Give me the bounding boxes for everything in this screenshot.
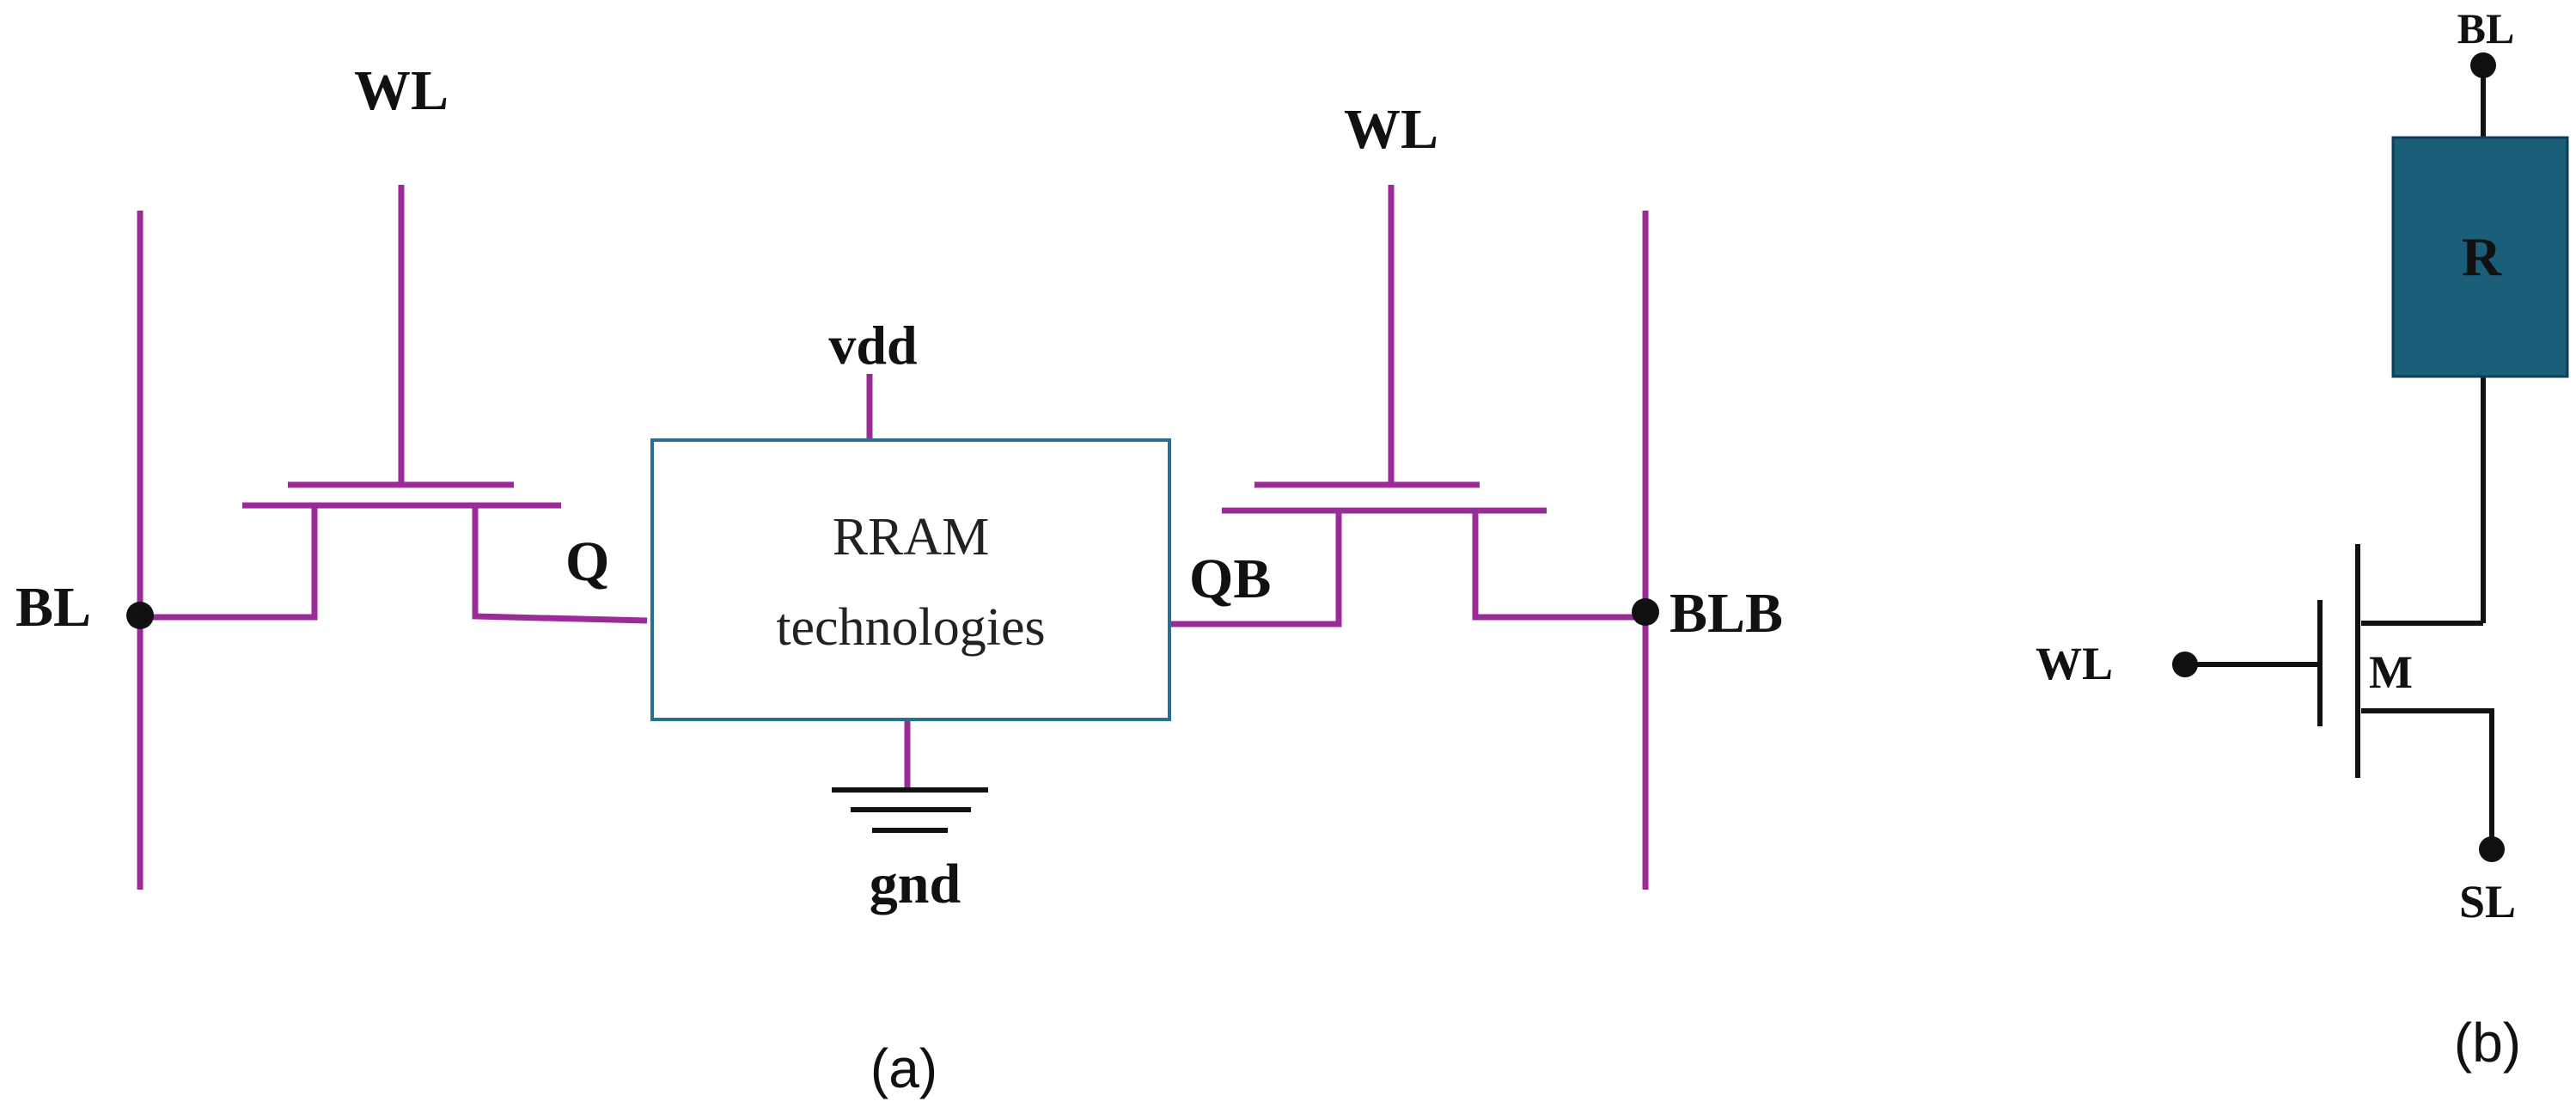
- blb-label: BLB: [1670, 582, 1783, 645]
- resistor-r: [2391, 136, 2569, 378]
- ground-symbol: [832, 787, 988, 833]
- qb-label: QB: [1189, 548, 1271, 610]
- rram-box: [650, 438, 1171, 721]
- gnd-label: gnd: [870, 853, 961, 915]
- transistor-label-b: M: [2369, 646, 2413, 698]
- resistor-label: R: [2462, 226, 2502, 287]
- diagram-b-wires: [2185, 67, 2494, 842]
- rram-box-line1: RRAM: [833, 508, 990, 566]
- caption-b: (b): [2454, 1012, 2521, 1074]
- bl-dot-b: [2470, 52, 2496, 78]
- diagram-a-wires: [137, 185, 1649, 890]
- source-wire-b: [2361, 708, 2494, 842]
- right-source-wire: [1472, 511, 1645, 621]
- vdd-label: vdd: [828, 315, 917, 376]
- bl-node-dot: [126, 602, 154, 629]
- rram-box-line2: technologies: [776, 598, 1045, 657]
- sl-label-b: SL: [2459, 876, 2516, 927]
- bl-label-b: BL: [2457, 4, 2515, 52]
- right-drain-wire: [1170, 511, 1342, 627]
- wl-label-b: WL: [2036, 638, 2113, 689]
- wl-dot-b: [2172, 652, 2198, 677]
- bl-label: BL: [15, 576, 91, 639]
- sl-dot-b: [2479, 836, 2505, 862]
- blb-node-dot: [1632, 598, 1659, 626]
- diagram-b: R BL WL M SL (b): [2036, 4, 2569, 1074]
- left-source-wire: [140, 505, 318, 621]
- q-label: Q: [565, 530, 609, 593]
- diagram-a: RRAM technologies WL WL vdd gnd BL BLB Q…: [15, 59, 1783, 1099]
- right-wl-label: WL: [1344, 98, 1438, 161]
- left-wl-label: WL: [354, 59, 449, 122]
- caption-a: (a): [870, 1037, 937, 1099]
- left-drain-wire: [472, 505, 648, 624]
